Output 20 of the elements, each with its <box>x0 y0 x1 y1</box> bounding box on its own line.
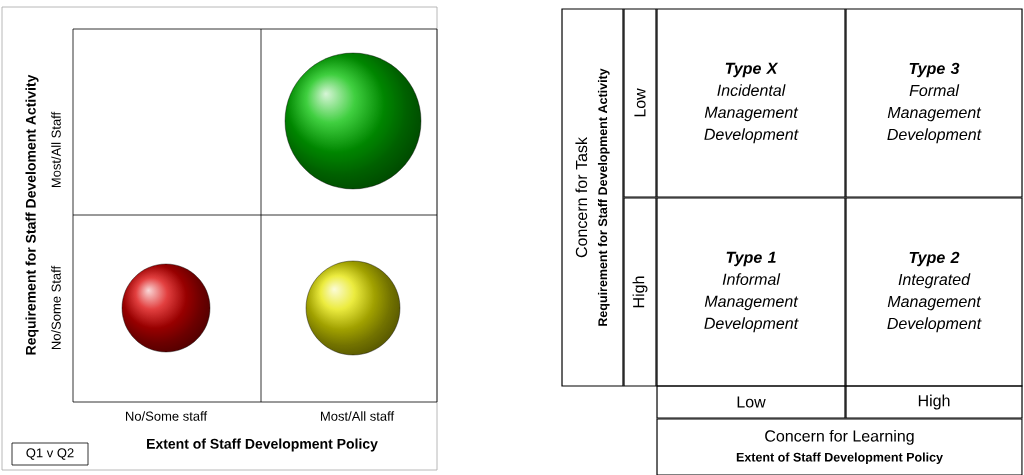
bubble <box>284 52 422 190</box>
matrix-cell: Type 1 Informal Management Development <box>656 197 846 387</box>
bubble <box>305 260 401 356</box>
matrix-cell: Type X Incidental Management Development <box>656 8 846 198</box>
row-header: High <box>623 197 657 387</box>
axis-title: Extent of Staff Development Policy <box>147 438 378 452</box>
matrix-cell: Type 2 Integrated Management Development <box>845 197 1023 387</box>
axis-title: Requirement for Staff Develoment Activity <box>25 74 39 355</box>
axis-header: Concern for Task Requirement for Staff Development Activity <box>561 8 624 387</box>
axis-tick-label: No/Some Staff <box>51 265 61 350</box>
axis-tick-label: No/Some staff <box>126 411 208 421</box>
legend-box: Q1 v Q2 <box>11 442 89 466</box>
axis-tick-label: Most/All Staff <box>51 111 61 188</box>
matrix-cell: Type 3 Formal Management Development <box>845 8 1023 198</box>
bubble <box>121 263 211 353</box>
axis-header: Concern for Learning Extent of Staff Development Policy <box>656 418 1023 475</box>
column-header: High <box>845 385 1023 419</box>
axis-tick-label: Most/All staff <box>321 411 395 421</box>
row-header: Low <box>623 8 657 198</box>
column-header: Low <box>656 385 846 419</box>
